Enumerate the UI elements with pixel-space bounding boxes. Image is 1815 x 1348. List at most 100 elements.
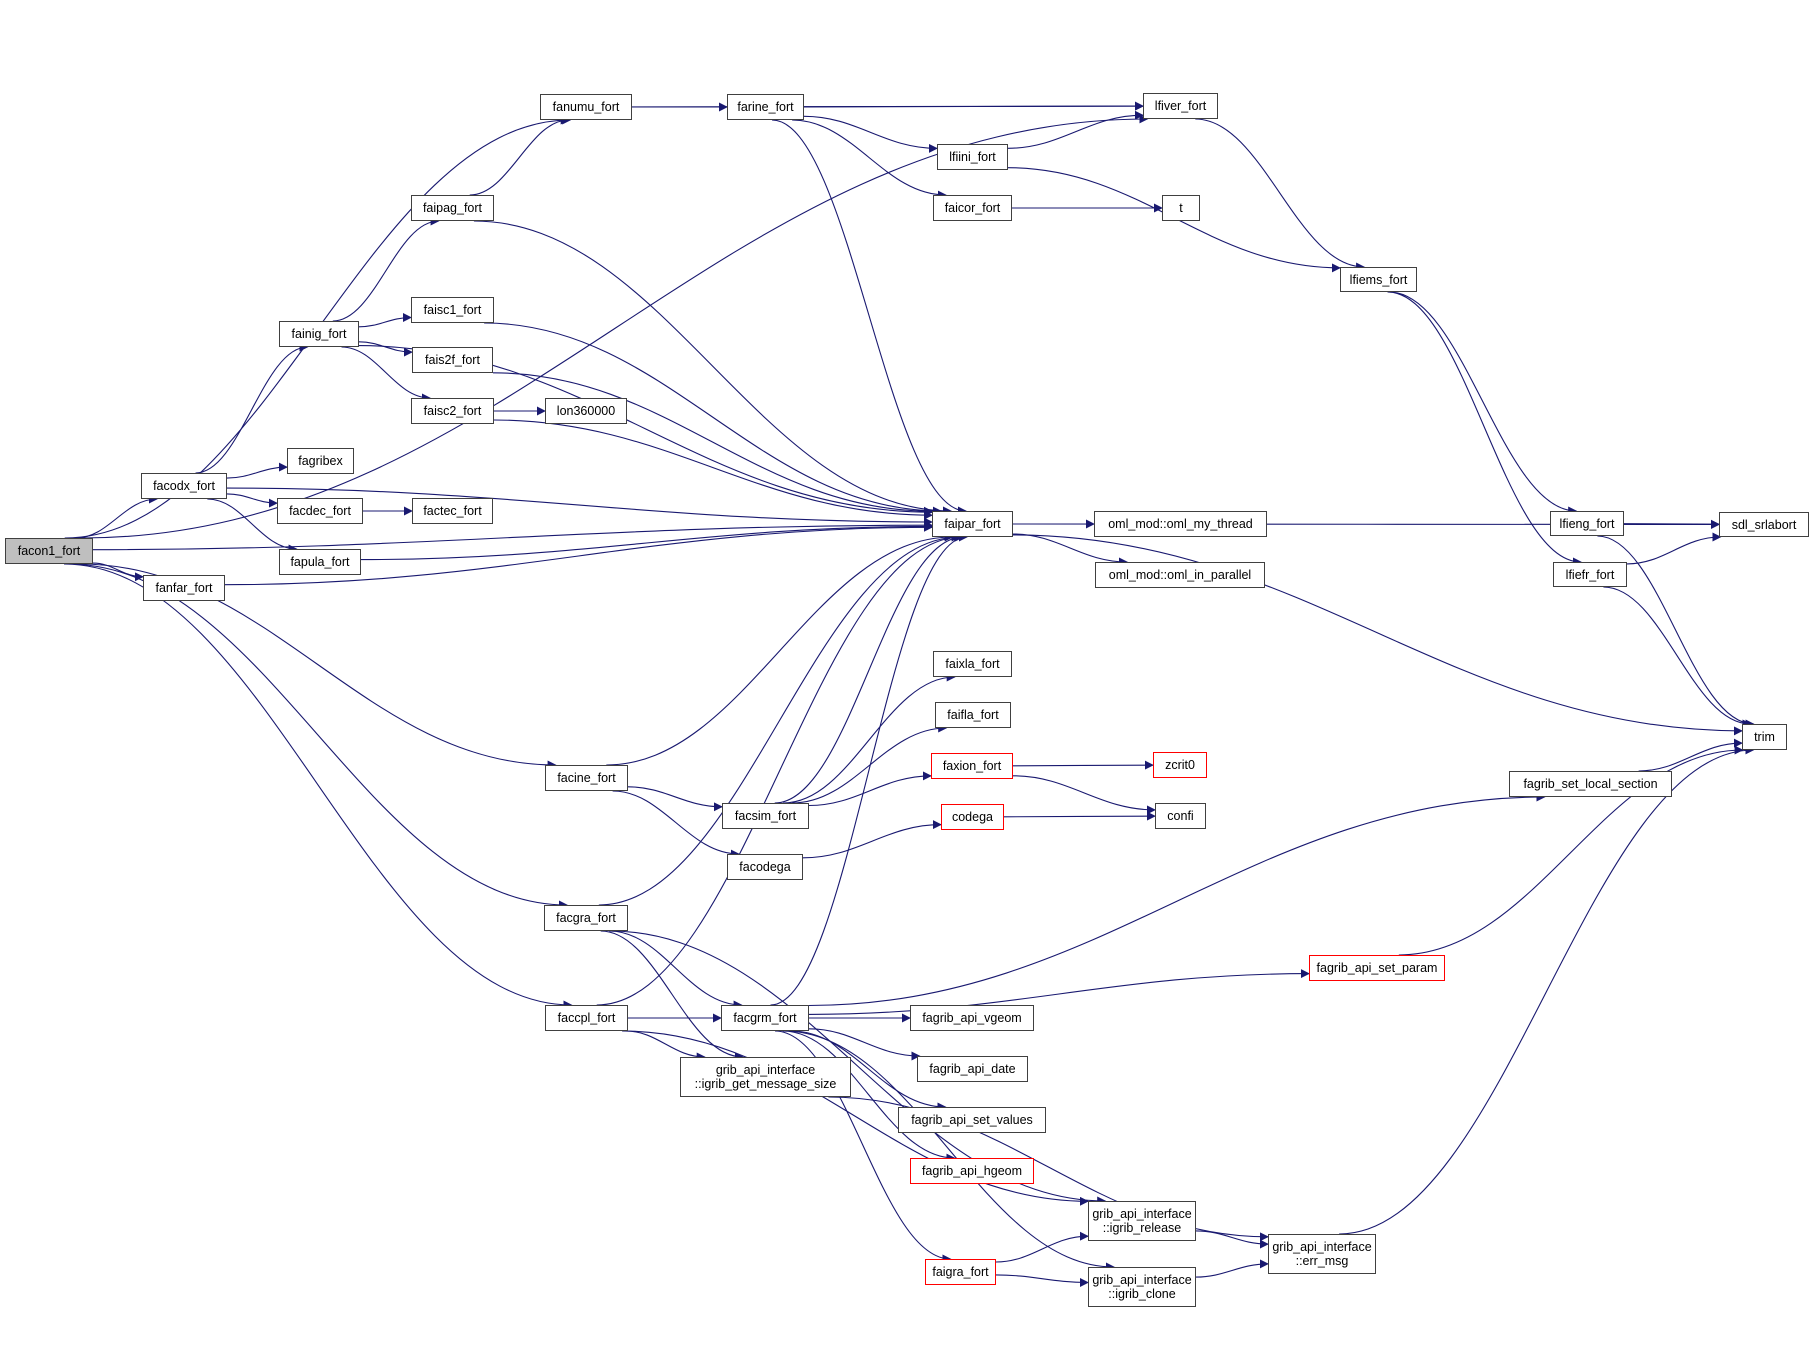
edge-lfiini-fort-to-lfiver-fort [1007, 110, 1144, 149]
node-faipag-fort[interactable]: faipag_fort [411, 195, 494, 221]
node-igrib-clone[interactable]: grib_api_interface::igrib_clone [1088, 1267, 1196, 1307]
node-facine-fort[interactable]: facine_fort [545, 765, 628, 791]
node-lfieng-fort[interactable]: lfieng_fort [1550, 511, 1624, 536]
node-label: fagrib_api_hgeom [921, 1164, 1023, 1178]
node-label: faipag_fort [422, 201, 483, 215]
node-igrib-release[interactable]: grib_api_interface::igrib_release [1088, 1201, 1196, 1241]
node-facodx-fort[interactable]: facodx_fort [141, 473, 227, 499]
edge-fainig-fort-to-faisc2-fort [341, 346, 431, 403]
edge-faigra-fort-to-igrib-release [995, 1231, 1089, 1263]
node-confi[interactable]: confi [1155, 803, 1206, 829]
node-label: faipar_fort [944, 517, 1001, 531]
node-faxion-fort[interactable]: faxion_fort [931, 753, 1013, 779]
node-faicor-fort[interactable]: faicor_fort [933, 195, 1012, 221]
node-label: fapula_fort [290, 555, 350, 569]
edge-fanfar-fort-to-faipar-fort [224, 522, 933, 586]
node-label: fanumu_fort [552, 100, 620, 114]
node-faigra-fort[interactable]: faigra_fort [925, 1259, 996, 1285]
node-label-line2: ::err_msg [1295, 1254, 1349, 1268]
node-t[interactable]: t [1162, 195, 1200, 221]
edge-fagrib-set-local-section-to-trim [1638, 738, 1743, 772]
node-label: lfiver_fort [1154, 99, 1207, 113]
edge-facon1-fort-to-facgra-fort [67, 563, 568, 910]
node-facgra-fort[interactable]: facgra_fort [544, 905, 628, 931]
node-faisc1-fort[interactable]: faisc1_fort [411, 297, 494, 323]
edge-facsim-fort-to-faxion-fort [808, 771, 932, 807]
node-factec-fort[interactable]: factec_fort [412, 498, 493, 524]
edge-faipag-fort-to-faipar-fort [473, 220, 952, 516]
node-lfiver-fort[interactable]: lfiver_fort [1143, 93, 1218, 119]
node-label: fagrib_api_set_values [911, 1113, 1033, 1127]
edge-lfiems-fort-to-lfieng-fort [1389, 291, 1578, 516]
node-lfiems-fort[interactable]: lfiems_fort [1340, 267, 1417, 292]
node-faccpl-fort[interactable]: faccpl_fort [545, 1005, 628, 1031]
node-fagrib-set-local-section[interactable]: fagrib_set_local_section [1509, 771, 1672, 797]
node-label: grib_api_interface [1272, 1240, 1372, 1254]
node-fagrib-api-vgeom[interactable]: fagrib_api_vgeom [910, 1005, 1034, 1031]
node-faipar-fort[interactable]: faipar_fort [932, 511, 1013, 537]
node-lon360000[interactable]: lon360000 [545, 398, 627, 424]
edge-facgrm-fort-to-fagrib-set-local-section [808, 792, 1546, 1007]
node-label: farine_fort [737, 100, 794, 114]
node-label: faifla_fort [947, 708, 999, 722]
node-fagrib-api-hgeom[interactable]: fagrib_api_hgeom [910, 1158, 1034, 1184]
node-sdl-srlabort[interactable]: sdl_srlabort [1719, 512, 1809, 537]
node-oml-my-thread[interactable]: oml_mod::oml_my_thread [1094, 511, 1267, 537]
node-label: lfiini_fort [949, 150, 996, 164]
node-label: facodx_fort [153, 479, 215, 493]
node-fagrib-api-date[interactable]: fagrib_api_date [917, 1056, 1028, 1082]
edge-facine-fort-to-facodega [612, 790, 740, 859]
node-label: faicor_fort [944, 201, 1001, 215]
edge-faisc2-fort-to-faipar-fort [493, 419, 933, 520]
node-fagribex[interactable]: fagribex [287, 448, 354, 474]
node-label: trim [1754, 730, 1775, 744]
node-fanumu-fort[interactable]: fanumu_fort [540, 94, 632, 120]
edge-lfieng-fort-to-sdl-srlabort [1623, 519, 1720, 529]
node-zcrit0[interactable]: zcrit0 [1153, 752, 1207, 778]
node-igrib-get-message-size[interactable]: grib_api_interface::igrib_get_message_si… [680, 1057, 851, 1097]
node-label: fainig_fort [291, 327, 347, 341]
node-fapula-fort[interactable]: fapula_fort [279, 549, 361, 575]
node-faisc2-fort[interactable]: faisc2_fort [411, 398, 494, 424]
node-farine-fort[interactable]: farine_fort [727, 94, 804, 120]
edge-facgrm-fort-to-fagrib-api-hgeom [782, 1030, 956, 1163]
node-label: sdl_srlabort [1731, 517, 1797, 532]
node-facodega[interactable]: facodega [727, 854, 803, 880]
edge-facodx-fort-to-fainig-fort [195, 342, 309, 474]
edge-faxion-fort-to-zcrit0 [1012, 760, 1154, 770]
node-fais2f-fort[interactable]: fais2f_fort [412, 347, 493, 373]
node-facsim-fort[interactable]: facsim_fort [722, 803, 809, 829]
node-lfiini-fort[interactable]: lfiini_fort [937, 144, 1008, 170]
edge-facgrm-fort-to-fagrib-api-set-param [808, 969, 1310, 1015]
node-label: factec_fort [423, 504, 482, 518]
edge-faigra-fort-to-igrib-clone [995, 1274, 1089, 1287]
node-oml-in-parallel[interactable]: oml_mod::oml_in_parallel [1095, 562, 1265, 588]
edge-facsim-fort-to-faifla-fort [792, 723, 948, 804]
edge-fainig-fort-to-fais2f-fort [358, 341, 413, 357]
edge-fais2f-fort-to-faipar-fort [492, 372, 933, 516]
node-faifla-fort[interactable]: faifla_fort [935, 702, 1011, 728]
edge-lfieng-fort-to-trim [1597, 535, 1755, 729]
node-trim[interactable]: trim [1742, 724, 1787, 750]
node-label: confi [1167, 809, 1194, 823]
edge-igrib-get-message-size-to-err-msg [828, 1096, 1269, 1242]
node-codega[interactable]: codega [941, 804, 1004, 830]
node-fagrib-api-set-values[interactable]: fagrib_api_set_values [898, 1107, 1046, 1133]
edge-facon1-fort-to-lfiver-fort [82, 114, 1149, 539]
edge-facon1-fort-to-fanfar-fort [92, 562, 144, 582]
node-label: codega [951, 810, 993, 824]
node-facgrm-fort[interactable]: facgrm_fort [721, 1005, 809, 1031]
node-faixla-fort[interactable]: faixla_fort [933, 651, 1012, 677]
node-label: faigra_fort [932, 1265, 989, 1279]
node-lfiefr-fort[interactable]: lfiefr_fort [1553, 562, 1627, 587]
node-fagrib-api-set-param[interactable]: fagrib_api_set_param [1309, 955, 1445, 981]
node-label: facon1_fort [17, 544, 81, 558]
node-facon1-fort[interactable]: facon1_fort [5, 538, 93, 564]
node-err-msg[interactable]: grib_api_interface::err_msg [1268, 1234, 1376, 1274]
node-fainig-fort[interactable]: fainig_fort [279, 321, 359, 347]
node-fanfar-fort[interactable]: fanfar_fort [143, 575, 225, 601]
node-label: faxion_fort [942, 759, 1002, 773]
node-facdec-fort[interactable]: facdec_fort [277, 498, 363, 524]
edge-facgra-fort-to-facgrm-fort [609, 930, 743, 1010]
edge-codega-to-confi [1003, 811, 1156, 821]
